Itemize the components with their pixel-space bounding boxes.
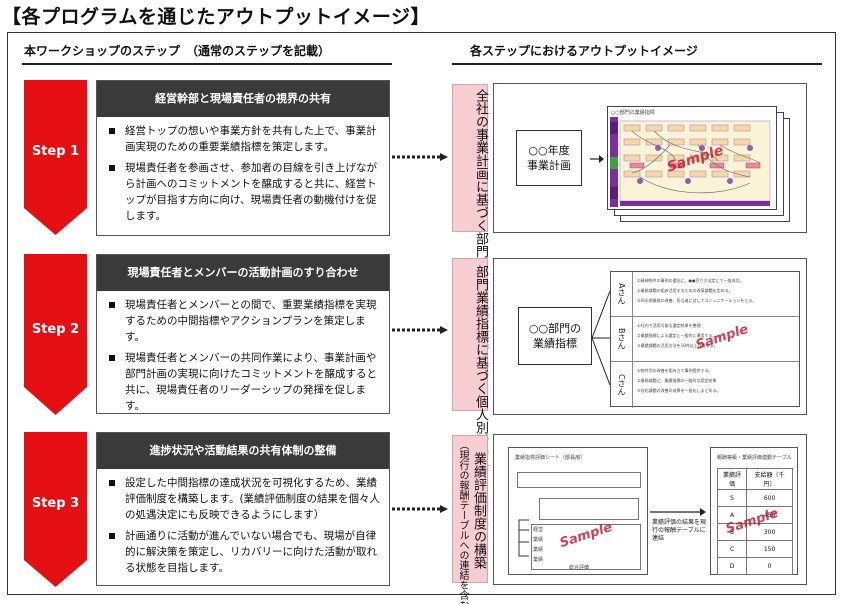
plan-line: ①物件別の改善を組み立て事例提供する。 xyxy=(637,368,713,373)
step2-bullet: 現場責任者とメンバーとの間で、重要業績指標を実現 するための中間指標やアクション… xyxy=(105,297,387,345)
kpi-chart-sheet: ○○部門の業績指標 Sample xyxy=(607,106,777,210)
eval-row: 業績 xyxy=(533,557,544,563)
plan-line: ①社内で活用可能な選定結果を整理 xyxy=(637,323,701,328)
step3-arrow: Step 3 xyxy=(24,432,87,587)
eval-total: 総合評価 xyxy=(569,565,590,571)
kpi-chart-title: ○○部門の業績指標 xyxy=(611,110,655,116)
step1-box: 経営幹部と現場責任者の視界の共有 経営トップの想いや事業方針を共有した上で、事業… xyxy=(96,80,390,236)
plan-line: ①精神物件の事例の選出に、●●売り方法定にて一般成功。 xyxy=(637,278,744,283)
sample-watermark: Sample xyxy=(694,321,751,354)
step1-bullet: 経営トップの想いや事業方針を共有した上で、事業計画実現のための重要業績指標を策定… xyxy=(105,123,383,155)
step1-dotted-arrow xyxy=(392,153,448,161)
table-header: 支給額（千円） xyxy=(746,468,793,490)
eval-row: 業績 xyxy=(533,547,544,553)
plan-line: ③四半期業務の改善、担当者に対してコミュニケーションをとる。 xyxy=(637,298,757,303)
step3-label: Step 3 xyxy=(31,496,80,511)
eval-to-table-arrow xyxy=(650,508,706,516)
step1-output-box: ○○年度 事業計画 ○○部門の業績指標 Sa xyxy=(493,83,807,233)
right-column-header: 各ステップにおけるアウトプットイメージ xyxy=(470,44,698,58)
plan-line: ②業務課題と、業績指標の一般的な設定結果 xyxy=(637,378,717,383)
step2-box: 現場責任者とメンバーの活動計画のすり合わせ 現場責任者とメンバーとの間で、重要業… xyxy=(96,254,390,414)
plan-line: ③業績課題の活用方法を10件以上作成する。 xyxy=(637,343,718,348)
step2-arrow: Step 2 xyxy=(24,254,87,415)
eval-row: 業績 xyxy=(533,537,544,543)
eval-bracket xyxy=(518,519,529,557)
step2-output-label-box: 部門業績指標に基づく個人別活動計画の設定 xyxy=(452,258,488,525)
person-b: Bさん xyxy=(611,317,633,362)
department-kpi-document: ○○部門の 業績指標 xyxy=(518,307,592,365)
step1-output-label: 全社の事業計画に基づく部門別重要業績指標の設定 xyxy=(473,89,488,388)
step3-bullet: 設定した中間指標の達成状況を可視化するため、業績 評価制度を構築します。(業績評… xyxy=(105,475,383,523)
left-column-header: 本ワークショップのステップ （通常のステップを記載） xyxy=(24,44,331,58)
step1-heading: 経営幹部と現場責任者の視界の共有 xyxy=(97,81,389,117)
reward-table-title: 報酬等級・業績評価連動テーブル xyxy=(717,455,792,461)
step3-dotted-arrow xyxy=(392,505,448,513)
link-caption: 業績評価の結果を現行の報酬テーブルに連結 xyxy=(652,519,707,542)
individual-plan-sheet: Aさん Bさん Cさん ①精神物件の事例の選出に、●●売り方法定にて一般成功。 … xyxy=(610,271,800,408)
table-header: 業績評価 xyxy=(716,468,748,490)
step2-output-label: 部門業績指標に基づく個人別活動計画の設定 xyxy=(473,265,488,525)
eval-row: 経営 xyxy=(533,527,544,533)
step1-arrow: Step 1 xyxy=(24,80,87,235)
plan-line: ②業務課題の組み活用するための改革課題を定める。 xyxy=(637,288,733,293)
step2-label: Step 2 xyxy=(31,322,80,337)
page-title: 【各プログラムを通じたアウトプットイメージ】 xyxy=(2,6,431,28)
step1-output-label-box: 全社の事業計画に基づく部門別重要業績指標の設定 xyxy=(452,84,488,388)
person-a: Aさん xyxy=(611,272,633,317)
content-frame xyxy=(7,32,836,595)
right-header-rule xyxy=(452,63,822,65)
plan-line: ③対応課題の改善の成果を一般化しまとめる。 xyxy=(637,388,721,393)
step1-label: Step 1 xyxy=(31,144,80,159)
step3-heading: 進捗状況や活動結果の共有体制の整備 xyxy=(97,433,389,469)
step3-output-sublabel: （現行の報酬テーブルへの連結を含む） xyxy=(457,440,468,604)
step2-bullet: 現場責任者とメンバーの共同作業により、事業計画や 部門計画の実現に向けたコミット… xyxy=(105,350,387,414)
step3-bullet: 計画通りに活動が進んでいない場合でも、現場が自律的に解決策を策定し、リカバリーに… xyxy=(105,528,383,576)
doc-to-chart-arrow xyxy=(590,155,604,163)
step1-bullet: 現場責任者を参画させ、参加者の目線を引き上げながら計画へのコミットメントを醸成す… xyxy=(105,160,383,224)
step2-dotted-arrow xyxy=(392,326,448,334)
step2-output-box: ○○部門の 業績指標 Aさん Bさん Cさん ①精神物件の事例の選出に、●●売り… xyxy=(493,258,807,415)
evaluation-sheet-title: 業績指標評価シート（部長用） xyxy=(515,455,586,461)
step3-output-label-box: 業績評価制度の構築 （現行の報酬テーブルへの連結を含む） xyxy=(452,435,488,604)
step3-output-box: 業績指標評価シート（部長用） 経営 業績 業績 業績 総合評価 Sample 業… xyxy=(493,434,807,585)
branch-lines xyxy=(592,290,610,386)
business-plan-document: ○○年度 事業計画 xyxy=(516,130,582,186)
kpi-tree-diagram xyxy=(610,117,771,207)
step3-output-label: 業績評価制度の構築 xyxy=(471,452,486,569)
person-c: Cさん xyxy=(611,362,633,408)
step2-heading: 現場責任者とメンバーの活動計画のすり合わせ xyxy=(97,255,389,291)
evaluation-sheet: 業績指標評価シート（部長用） 経営 業績 業績 業績 総合評価 Sample xyxy=(508,447,648,575)
step3-box: 進捗状況や活動結果の共有体制の整備 設定した中間指標の達成状況を可視化するため、… xyxy=(96,432,390,586)
left-header-rule xyxy=(22,63,392,65)
plan-line: ②業績指標による選定と一般的に運用する。 xyxy=(637,333,717,338)
